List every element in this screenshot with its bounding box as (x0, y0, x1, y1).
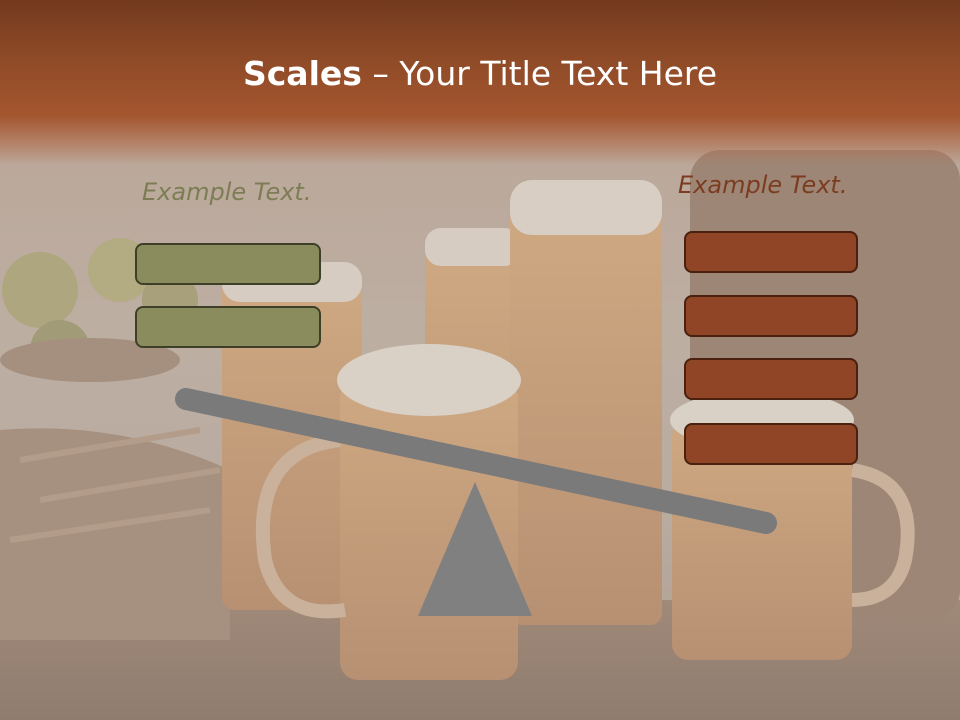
right-box-4[interactable] (684, 423, 858, 465)
right-example-label[interactable]: Example Text. (678, 171, 848, 199)
left-example-label[interactable]: Example Text. (142, 178, 312, 206)
scale-beam (175, 388, 777, 534)
right-box-2[interactable] (684, 295, 858, 337)
title-rest: – Your Title Text Here (361, 54, 718, 93)
left-box-1[interactable] (135, 243, 321, 285)
right-box-3[interactable] (684, 358, 858, 400)
slide-title[interactable]: Scales – Your Title Text Here (0, 54, 960, 93)
scale-fulcrum (418, 482, 532, 616)
title-bold: Scales (242, 54, 362, 93)
right-box-1[interactable] (684, 231, 858, 273)
left-box-2[interactable] (135, 306, 321, 348)
title-bar (0, 0, 960, 165)
